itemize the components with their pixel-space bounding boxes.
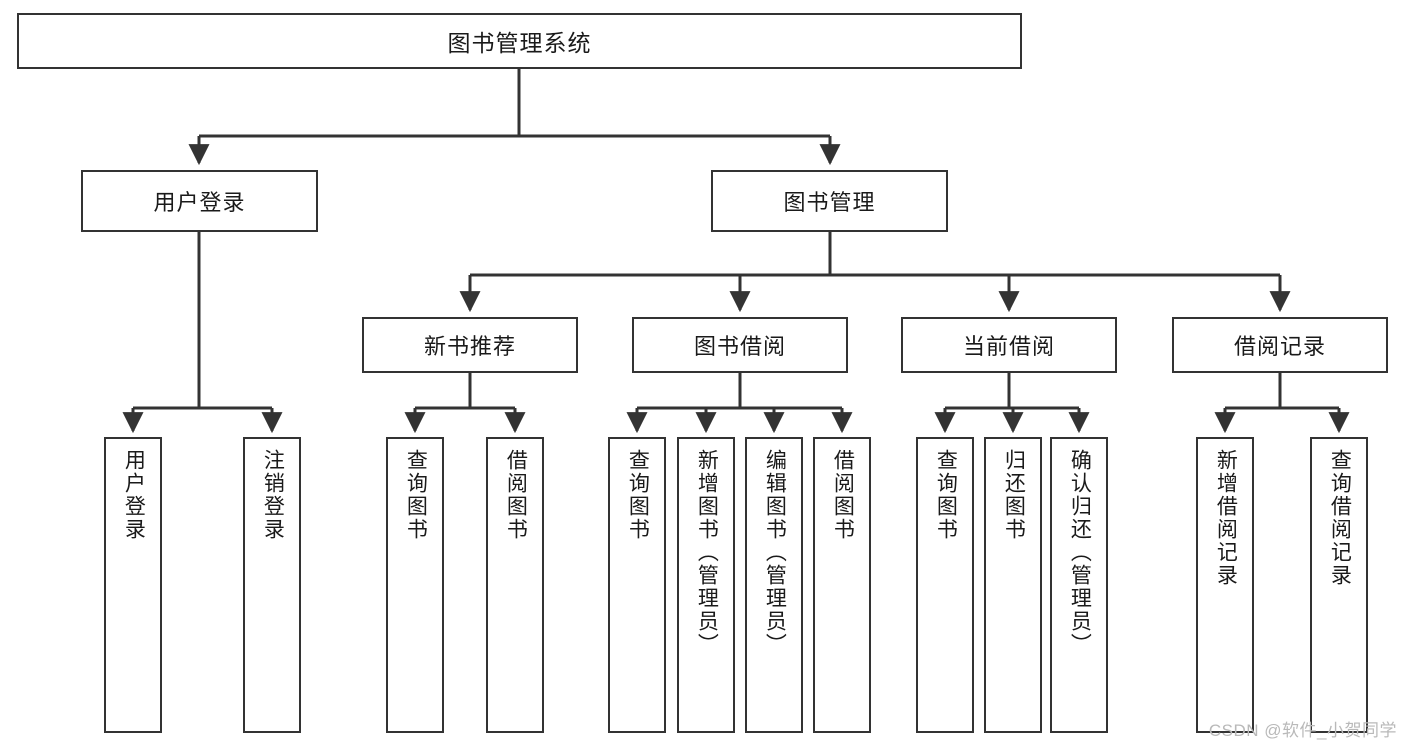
node-borrow-record[interactable]: 借阅记录 — [1172, 317, 1388, 373]
node-user-login[interactable]: 用户登录 — [81, 170, 318, 232]
node-leaf-query-book-rec-label: 查询图书 — [404, 449, 428, 541]
node-book-manage[interactable]: 图书管理 — [711, 170, 948, 232]
node-leaf-user-login[interactable]: 用户登录 — [104, 437, 162, 733]
node-leaf-user-logout-label: 注销登录 — [261, 449, 285, 541]
node-leaf-query-book-borrow-label: 查询图书 — [626, 449, 650, 541]
node-leaf-query-book-cur[interactable]: 查询图书 — [916, 437, 974, 733]
node-new-book-rec[interactable]: 新书推荐 — [362, 317, 578, 373]
node-leaf-borrow-book[interactable]: 借阅图书 — [813, 437, 871, 733]
node-root[interactable]: 图书管理系统 — [17, 13, 1022, 69]
watermark-text: CSDN @软件_小贺同学 — [1208, 721, 1397, 740]
node-leaf-user-login-label: 用户登录 — [122, 449, 146, 541]
node-leaf-borrow-book-rec[interactable]: 借阅图书 — [486, 437, 544, 733]
node-borrow-record-label: 借阅记录 — [1233, 334, 1326, 359]
node-leaf-borrow-book-rec-label: 借阅图书 — [504, 449, 528, 541]
node-leaf-return-book-label: 归还图书 — [1002, 449, 1026, 541]
node-leaf-confirm-return[interactable]: 确认归还（管理员） — [1050, 437, 1108, 733]
node-leaf-edit-book-label: 编辑图书（管理员） — [763, 449, 787, 656]
node-current-borrow-label: 当前借阅 — [962, 334, 1055, 359]
node-leaf-edit-book[interactable]: 编辑图书（管理员） — [745, 437, 803, 733]
node-leaf-query-book-cur-label: 查询图书 — [934, 449, 958, 541]
node-leaf-query-book-rec[interactable]: 查询图书 — [386, 437, 444, 733]
node-book-borrow-label: 图书借阅 — [693, 334, 786, 359]
node-user-login-label: 用户登录 — [153, 190, 246, 215]
node-leaf-add-book[interactable]: 新增图书（管理员） — [677, 437, 735, 733]
node-leaf-confirm-return-label: 确认归还（管理员） — [1068, 449, 1092, 656]
node-leaf-return-book[interactable]: 归还图书 — [984, 437, 1042, 733]
node-leaf-borrow-book-label: 借阅图书 — [831, 449, 855, 541]
node-book-borrow[interactable]: 图书借阅 — [632, 317, 848, 373]
node-current-borrow[interactable]: 当前借阅 — [901, 317, 1117, 373]
node-book-manage-label: 图书管理 — [783, 190, 876, 215]
node-leaf-add-record[interactable]: 新增借阅记录 — [1196, 437, 1254, 733]
node-new-book-rec-label: 新书推荐 — [423, 334, 516, 359]
node-root-label: 图书管理系统 — [447, 30, 592, 56]
node-leaf-query-record-label: 查询借阅记录 — [1328, 449, 1352, 587]
node-leaf-query-record[interactable]: 查询借阅记录 — [1310, 437, 1368, 733]
node-leaf-user-logout[interactable]: 注销登录 — [243, 437, 301, 733]
node-leaf-query-book-borrow[interactable]: 查询图书 — [608, 437, 666, 733]
node-leaf-add-record-label: 新增借阅记录 — [1214, 449, 1238, 587]
node-leaf-add-book-label: 新增图书（管理员） — [695, 449, 719, 656]
